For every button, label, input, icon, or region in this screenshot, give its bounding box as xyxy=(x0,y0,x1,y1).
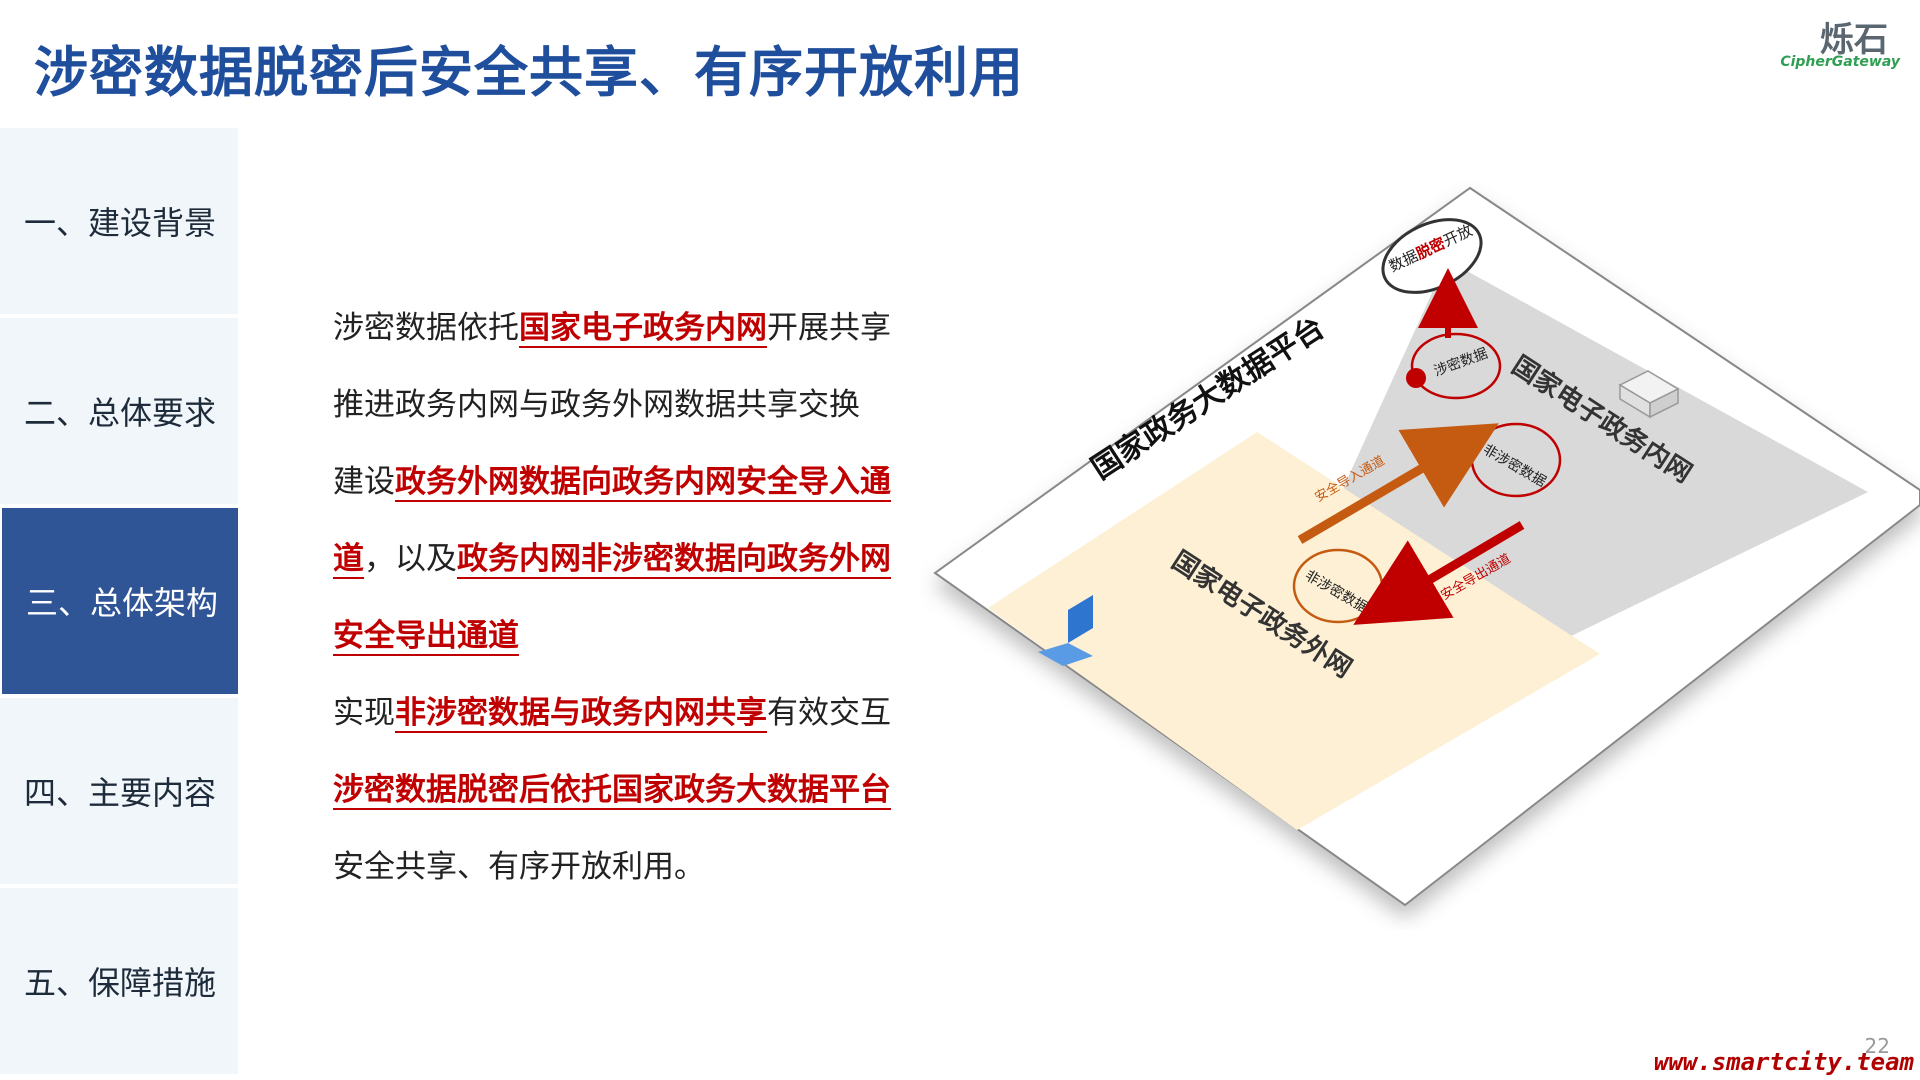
nav-item-label: 二、总体要求 xyxy=(24,394,217,432)
highlight-text: 政务外网数据向政务内网安全导入通 xyxy=(395,464,891,502)
highlight-text: 安全导出通道 xyxy=(333,618,519,656)
sidebar-nav: 一、建设背景 二、总体要求 三、总体架构 四、主要内容 五、保障措施 xyxy=(0,128,240,1080)
import-channel-arrow xyxy=(1297,423,1499,544)
brand-logo: 烁石 CipherGateway xyxy=(1780,12,1900,72)
text-run: 建设 xyxy=(333,464,395,500)
nav-item-background[interactable]: 一、建设背景 xyxy=(0,128,238,314)
page-number: 22 xyxy=(1864,1034,1890,1058)
nav-item-architecture[interactable]: 三、总体架构 xyxy=(2,508,238,694)
nav-item-label: 五、保障措施 xyxy=(24,964,217,1002)
highlight-text: 道 xyxy=(333,541,364,579)
svg-text:数据脱密开放: 数据脱密开放 xyxy=(1386,221,1475,275)
server-icon xyxy=(1618,370,1680,419)
text-run: 有效交互 xyxy=(767,695,891,731)
nav-item-label: 一、建设背景 xyxy=(24,204,217,242)
highlight-text: 非涉密数据与政务内网共享 xyxy=(395,695,767,733)
alert-icon xyxy=(1406,368,1426,388)
text-run: 推进政务内网与政务外网数据共享交换 xyxy=(333,387,860,423)
nav-item-safeguards[interactable]: 五、保障措施 xyxy=(0,888,238,1074)
highlight-text: 政务内网非涉密数据向政务外网 xyxy=(457,541,891,579)
highlight-text: 国家电子政务内网 xyxy=(519,310,767,348)
nav-item-label: 四、主要内容 xyxy=(24,774,217,812)
page-title: 涉密数据脱密后安全共享、有序开放利用 xyxy=(34,41,1024,104)
logo-en-text: CipherGateway xyxy=(1780,54,1900,70)
body-line: 安全导出通道 xyxy=(333,598,933,675)
body-line: 安全共享、有序开放利用。 xyxy=(333,829,933,906)
body-line: 推进政务内网与政务外网数据共享交换 xyxy=(333,367,933,444)
text-run: 开展共享 xyxy=(767,310,891,346)
nav-item-requirements[interactable]: 二、总体要求 xyxy=(0,318,238,504)
inner-network-zone xyxy=(1340,260,1868,639)
outer-network-zone xyxy=(988,432,1600,830)
body-line: 实现非涉密数据与政务内网共享有效交互 xyxy=(333,675,933,752)
laptop-icon xyxy=(1038,595,1093,666)
export-channel-arrow xyxy=(1353,521,1525,625)
text-run: 安全共享、有序开放利用。 xyxy=(333,849,705,885)
nav-item-label: 三、总体架构 xyxy=(26,584,219,622)
text-run: 涉密数据依托 xyxy=(333,310,519,346)
body-line: 涉密数据依托国家电子政务内网开展共享 xyxy=(333,290,933,367)
logo-cn-text: 烁石 xyxy=(1820,20,1888,60)
nav-item-contents[interactable]: 四、主要内容 xyxy=(0,698,238,884)
body-line: 涉密数据脱密后依托国家政务大数据平台 xyxy=(333,752,933,829)
body-line: 建设政务外网数据向政务内网安全导入通 xyxy=(333,444,933,521)
body-line: 道，以及政务内网非涉密数据向政务外网 xyxy=(333,521,933,598)
text-run: ，以及 xyxy=(364,541,457,577)
highlight-text: 涉密数据脱密后依托国家政务大数据平台 xyxy=(333,772,891,810)
text-run: 实现 xyxy=(333,695,395,731)
footer-url[interactable]: www.smartcity.team xyxy=(1653,1048,1914,1076)
architecture-diagram: 国家政务大数据平台 国家电子政务内网 国家电子政务外网 数据脱密开放 涉密数据 … xyxy=(933,186,1920,907)
body-text: 涉密数据依托国家电子政务内网开展共享 推进政务内网与政务外网数据共享交换 建设政… xyxy=(333,290,933,906)
